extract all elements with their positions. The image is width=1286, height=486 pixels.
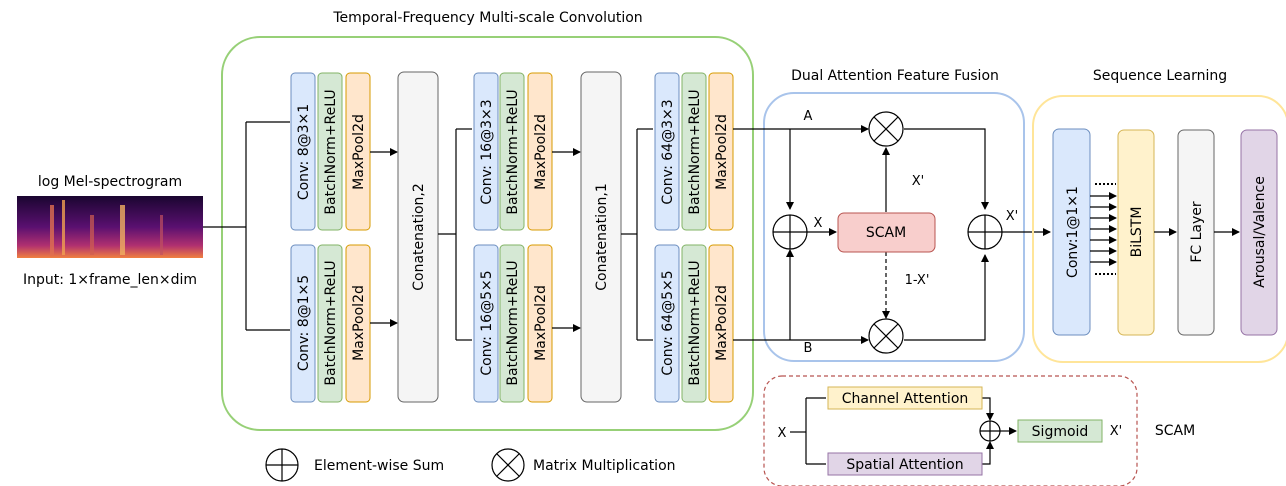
b1t-conv: Conv: 8@3×1 (296, 104, 312, 200)
scam-box (837, 212, 936, 253)
tfmc-title: Temporal-Frequency Multi-scale Convoluti… (332, 10, 642, 26)
seq-title: Sequence Learning (1093, 68, 1227, 84)
sum-circle-right (967, 214, 1003, 250)
bilstm-inputs (1090, 183, 1117, 275)
spatial-attention-box (827, 452, 983, 476)
b2t-conv: Conv: 16@3×3 (479, 99, 495, 204)
mul-legend-icon (491, 448, 525, 482)
concat1-box (397, 71, 439, 403)
block3-top: Conv: 64@3×3 BatchNorm+ReLU MaxPool2d (654, 72, 734, 231)
label-xprime-top: X' (912, 174, 924, 189)
daff-frame (763, 92, 1025, 362)
output-box (1240, 129, 1278, 336)
label-xprime-out: X' (1006, 209, 1018, 224)
b3t-pool: MaxPool2d (714, 114, 730, 190)
input-split-connector (203, 121, 290, 331)
b3t-bn: BatchNorm+ReLU (687, 89, 703, 214)
block1-top: Conv: 8@3×1 BatchNorm+ReLU MaxPool2d (290, 72, 371, 231)
fusion-connectors (733, 125, 1051, 344)
b1t-pool: MaxPool2d (351, 114, 367, 190)
block1-bot: Conv: 8@1×5 BatchNorm+ReLU MaxPool2d (290, 244, 371, 403)
mul-legend-label: Matrix Multiplication (533, 458, 676, 474)
fc-label: FC Layer (1189, 201, 1205, 263)
label-a: A (804, 109, 813, 124)
mul-circle-bottom (868, 318, 904, 354)
seq-frame (1032, 95, 1286, 363)
block2-bot: Conv: 16@5×5 BatchNorm+ReLU MaxPool2d (473, 244, 553, 403)
spatial-attention-label: Spatial Attention (846, 457, 963, 473)
label-x: X (814, 216, 823, 231)
scam-detail-sum (979, 420, 1001, 442)
b1t-bn: BatchNorm+ReLU (323, 89, 339, 214)
sum-circle-left (772, 214, 808, 250)
split2-connector (438, 128, 472, 341)
scam-detail-x: X (778, 426, 787, 441)
block3-bot: Conv: 64@5×5 BatchNorm+ReLU MaxPool2d (654, 244, 734, 403)
scam-label: SCAM (866, 225, 906, 241)
mul-circle-top (868, 111, 904, 147)
sigmoid-label: Sigmoid (1032, 424, 1089, 440)
seq-conv-label: Conv:1@1×1 (1065, 186, 1081, 278)
b3b-bn: BatchNorm+ReLU (687, 260, 703, 385)
b2b-bn: BatchNorm+ReLU (505, 260, 521, 385)
concat1-label: Conatenation,2 (411, 183, 427, 291)
daff-title: Dual Attention Feature Fusion (791, 68, 999, 84)
b2t-pool: MaxPool2d (533, 114, 549, 190)
b2b-pool: MaxPool2d (533, 285, 549, 361)
sum-legend-label: Element-wise Sum (314, 458, 444, 474)
spectrogram-label: log Mel-spectrogram (38, 174, 182, 190)
concat2-box (580, 71, 622, 403)
input-shape-label: Input: 1×frame_len×dim (23, 272, 197, 288)
b1b-conv: Conv: 8@1×5 (296, 275, 312, 371)
scam-detail-frame (763, 375, 1138, 486)
b1b-pool: MaxPool2d (351, 285, 367, 361)
b2b-conv: Conv: 16@5×5 (479, 270, 495, 375)
sum-legend-icon (265, 448, 299, 482)
concat2-label: Conatenation,1 (594, 183, 610, 291)
b3b-conv: Conv: 64@5×5 (660, 270, 676, 375)
bilstm-label: BiLSTM (1129, 207, 1145, 258)
label-one-minus-x: 1-X' (905, 273, 930, 288)
channel-attention-box (827, 386, 983, 410)
scam-detail-label: SCAM (1155, 423, 1195, 439)
sigmoid-box (1017, 419, 1103, 443)
label-b: B (804, 341, 813, 356)
scam-detail-xprime: X' (1110, 424, 1122, 439)
b3b-pool: MaxPool2d (714, 285, 730, 361)
b1b-bn: BatchNorm+ReLU (323, 260, 339, 385)
spectrogram-image (17, 196, 203, 258)
b3t-conv: Conv: 64@3×3 (660, 99, 676, 204)
b2t-bn: BatchNorm+ReLU (505, 89, 521, 214)
output-label: Arousal/Valence (1252, 176, 1268, 288)
seq-conv-box (1052, 128, 1091, 336)
scam-detail-connectors (790, 397, 1017, 465)
block2-top: Conv: 16@3×3 BatchNorm+ReLU MaxPool2d (473, 72, 553, 231)
split3-connector (621, 128, 653, 341)
tfmc-frame (221, 36, 754, 431)
channel-attention-label: Channel Attention (842, 391, 969, 407)
